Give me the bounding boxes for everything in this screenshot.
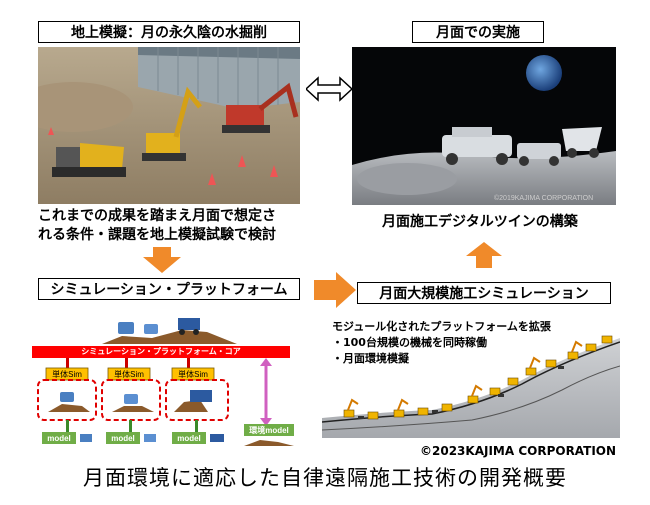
simulation-platform-label: シミュレーション・プラットフォーム	[38, 278, 300, 300]
platform-diagram: 単体Sim 単体Sim 単体Sim model model model 環境mo…	[32, 308, 312, 463]
lunar-sim-desc-line1: モジュール化されたプラットフォームを拡張	[332, 320, 551, 333]
lunar-sim-desc-line3: ・月面環境模擬	[332, 352, 409, 365]
unit-sim-1	[45, 367, 89, 381]
model-label-2: model	[111, 434, 135, 443]
dump-truck-icon	[178, 318, 200, 330]
model-box-1	[42, 432, 76, 444]
ground-caption-line2: れる条件・課題を地上模擬試験で検討	[38, 227, 276, 243]
unit-sim-label-1: 単体Sim	[52, 369, 82, 379]
lunar-render-photo: ©2019KAJIMA CORPORATION	[352, 47, 616, 205]
footer-title: 月面環境に適応した自律遠隔施工技術の開発概要	[83, 466, 567, 490]
bulldozer-icon	[144, 324, 158, 334]
env-model-label: 環境model	[249, 425, 289, 435]
core-bar-text: シミュレーション・プラットフォーム・コア	[81, 347, 241, 356]
lunar-sim-desc-line2: ・100台規模の機械を同時稼働	[332, 336, 487, 349]
lunar-scene: ©2019KAJIMA CORPORATION	[352, 47, 616, 205]
model-box-3	[172, 432, 206, 444]
ground-test-photo	[38, 47, 300, 204]
up-arrow-icon	[466, 242, 502, 268]
ground-caption-line1: これまでの成果を踏まえ月面で想定さ	[38, 208, 276, 224]
model-box-2	[106, 432, 140, 444]
excavator-icon	[118, 322, 134, 334]
ground-test-scene	[38, 47, 300, 204]
lunar-implementation-label: 月面での実施	[412, 21, 544, 43]
down-arrow-icon	[143, 247, 181, 273]
env-model-box	[244, 424, 294, 436]
copyright-text: ©2023KAJIMA CORPORATION	[420, 444, 617, 458]
lunar-photo-copyright: ©2019KAJIMA CORPORATION	[494, 194, 593, 202]
digital-twin-caption: 月面施工デジタルツインの構築	[382, 214, 578, 230]
lunar-large-scale-sim-label: 月面大規模施工シミュレーション	[357, 282, 611, 304]
unit-sim-label-2: 単体Sim	[114, 369, 144, 379]
platform-diagram-graphic: 単体Sim 単体Sim 単体Sim model model model 環境mo…	[32, 318, 294, 446]
right-arrow-icon	[314, 272, 356, 308]
ground-simulation-label: 地上模擬：月の永久陰の水掘削	[38, 21, 300, 43]
model-label-3: model	[177, 434, 201, 443]
core-bar	[32, 346, 290, 358]
model-label-1: model	[47, 434, 71, 443]
double-arrow-icon	[306, 76, 352, 102]
lunar-slope-simulation	[322, 335, 620, 438]
unit-sim-label-3: 単体Sim	[178, 369, 208, 379]
